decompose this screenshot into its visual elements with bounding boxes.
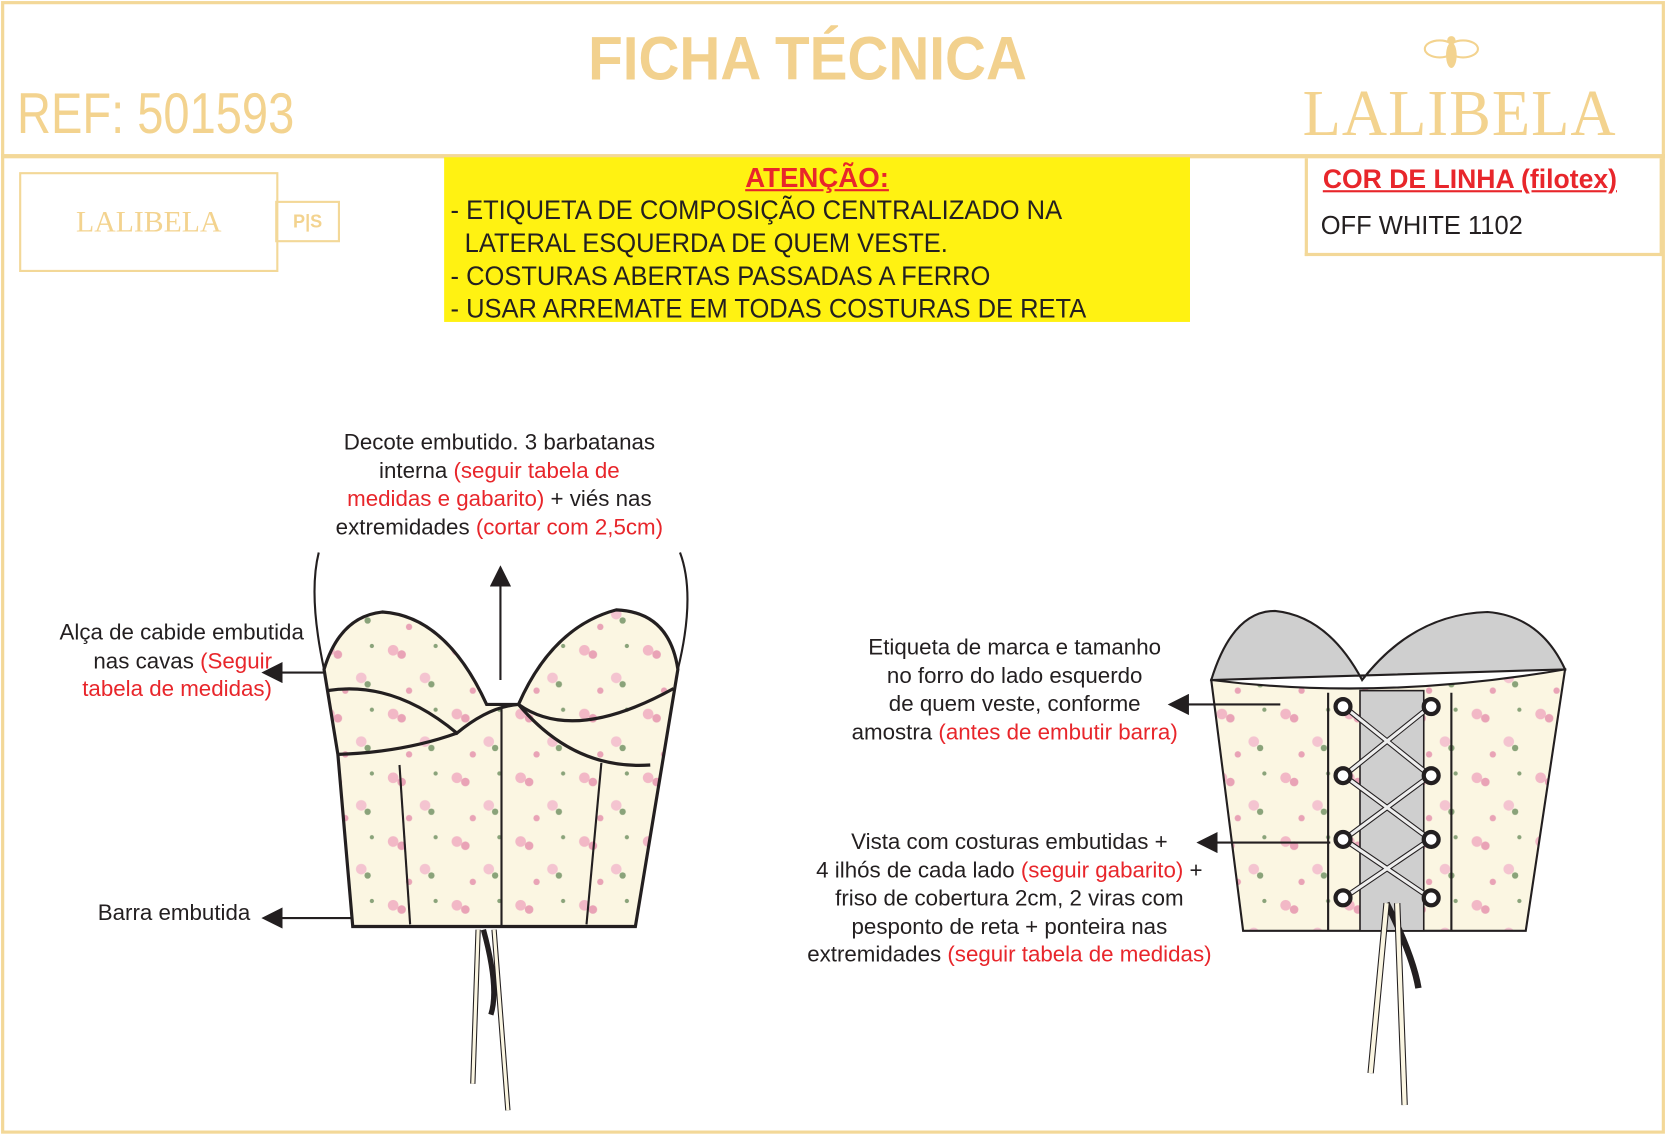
note-text: + <box>1183 857 1203 883</box>
note-line: Alça de cabide embutida <box>59 620 304 645</box>
front-view-drawing <box>261 552 689 1111</box>
label-brand: LALIBELA <box>76 206 222 240</box>
attention-line: - ETIQUETA DE COMPOSIÇÃO CENTRALIZADO NA <box>450 195 1063 226</box>
note-highlight: (seguir tabela de <box>453 458 620 483</box>
header-divider <box>1 154 1665 159</box>
thread-color-box: COR DE LINHA (filotex) OFF WHITE 1102 <box>1304 158 1663 257</box>
note-line: medidas e gabarito) + viés nas <box>298 486 702 514</box>
note-line: nas cavas (Seguir <box>11 648 304 676</box>
note-text: amostra <box>851 719 939 745</box>
brand-label-sample: LALIBELA <box>19 172 279 272</box>
reference-code: REF: 501593 <box>17 81 295 146</box>
note-line: extremidades (cortar com 2,5cm) <box>298 514 702 542</box>
note-line: Etiqueta de marca e tamanho <box>868 635 1162 660</box>
thread-color-value: OFF WHITE 1102 <box>1320 211 1523 241</box>
note-highlight: (antes de embutir barra) <box>938 719 1178 745</box>
note-highlight: (cortar com 2,5cm) <box>475 514 664 540</box>
note-neckline: Decote embutido. 3 barbatanas interna (s… <box>298 429 702 542</box>
note-line: pesponto de reta + ponteira nas <box>851 914 1168 939</box>
note-line: amostra (antes de embutir barra) <box>818 719 1211 747</box>
note-highlight: (Seguir <box>200 648 272 674</box>
note-label-position: Etiqueta de marca e tamanho no forro do … <box>818 634 1211 747</box>
brand-logo: LALIBELA <box>1302 77 1617 150</box>
note-text: + viés nas <box>544 486 652 512</box>
note-line: no forro do lado esquerdo <box>886 663 1143 688</box>
note-text: interna <box>379 458 454 483</box>
note-line: Decote embutido. 3 barbatanas <box>343 430 656 455</box>
note-text: nas cavas <box>93 648 201 674</box>
note-line: Vista com costuras embutidas + <box>851 829 1168 855</box>
attention-line: - USAR ARREMATE EM TODAS COSTURAS DE RET… <box>450 294 1087 325</box>
note-line: extremidades (seguir tabela de medidas) <box>776 941 1244 969</box>
attention-line: LATERAL ESQUERDA DE QUEM VESTE. <box>450 228 948 259</box>
note-text: 4 ilhós de cada lado <box>816 857 1021 883</box>
note-placket: Vista com costuras embutidas + 4 ilhós d… <box>776 829 1244 970</box>
note-highlight: medidas e gabarito) <box>347 486 545 512</box>
page-title: FICHA TÉCNICA <box>588 24 1027 94</box>
back-view-drawing <box>1167 609 1567 1106</box>
attention-title: ATENÇÃO: <box>745 161 889 194</box>
note-hem: Barra embutida <box>97 901 251 926</box>
attention-line: - COSTURAS ABERTAS PASSADAS A FERRO <box>450 261 991 292</box>
note-line: de quem veste, conforme <box>888 691 1141 717</box>
note-highlight: tabela de medidas) <box>82 676 272 702</box>
note-text: extremidades <box>335 514 476 540</box>
bee-logo-icon <box>1423 36 1479 68</box>
note-strap: Alça de cabide embutida nas cavas (Segui… <box>11 619 304 703</box>
attention-box: ATENÇÃO: - ETIQUETA DE COMPOSIÇÃO CENTRA… <box>444 157 1190 325</box>
note-line: interna (seguir tabela de <box>298 457 702 485</box>
note-line: friso de cobertura 2cm, 2 viras com <box>835 886 1184 911</box>
note-line: 4 ilhós de cada lado (seguir gabarito) + <box>776 857 1244 885</box>
thread-color-title: COR DE LINHA (filotex) <box>1322 164 1617 195</box>
size-tag: P|S <box>275 200 340 243</box>
note-text: extremidades <box>807 942 948 967</box>
note-highlight: (seguir gabarito) <box>1020 857 1184 883</box>
note-highlight: (seguir tabela de medidas) <box>947 942 1212 967</box>
